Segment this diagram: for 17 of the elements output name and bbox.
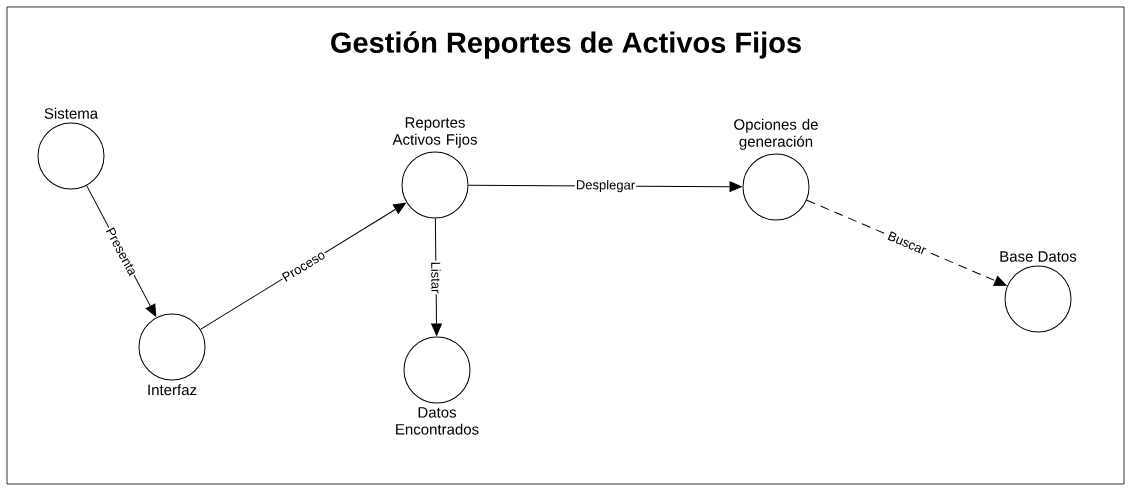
circle-node: Base Datos [1000, 251, 1077, 333]
edge-label: Desplegar [574, 178, 637, 194]
circle-node: Sistema [37, 107, 105, 190]
node-label: Datos Encontrados [396, 407, 479, 435]
arrow [431, 218, 442, 336]
arrow [806, 199, 1007, 286]
node-label: Reportes Activos Fijos [392, 117, 477, 148]
edge-label: Listar [430, 260, 442, 295]
circle-node: Opciones de generación [734, 118, 818, 221]
circle-node: Reportes Activos Fijos [392, 117, 477, 219]
node-label: Base Datos [1000, 251, 1077, 262]
node-label: Interfaz [148, 384, 197, 396]
circle-node: Datos Encontrados [396, 336, 479, 435]
node-label: Opciones de generación [734, 118, 818, 150]
title: Gestión Reportes de Activos Fijos [331, 31, 801, 59]
circle-node: Interfaz [138, 313, 206, 396]
node-label: Sistema [44, 107, 99, 119]
